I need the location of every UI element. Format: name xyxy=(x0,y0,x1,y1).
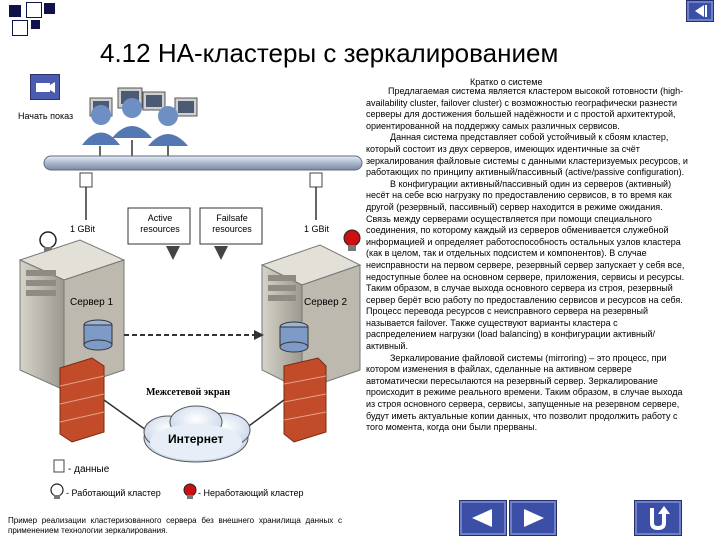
firewall-right-icon xyxy=(283,357,327,443)
decor-square xyxy=(9,5,21,17)
decor-square xyxy=(26,2,42,18)
storage-icon xyxy=(83,319,113,351)
legend-data-icon xyxy=(53,459,65,473)
arrow-right-icon xyxy=(254,330,264,340)
storage-icon xyxy=(279,321,309,353)
about-paragraph: Предлагаемая система является кластером … xyxy=(366,86,684,131)
return-button[interactable] xyxy=(634,500,682,536)
legend-data-label: - данные xyxy=(68,464,110,475)
firewall-label: Межсетевой экран xyxy=(146,387,231,398)
cluster-diagram xyxy=(18,87,363,499)
decor-square xyxy=(44,3,55,14)
next-slide-button[interactable] xyxy=(509,500,557,536)
about-paragraph: Зеркалирование файловой системы (mirrori… xyxy=(366,352,683,433)
active-resources-label: Active resources xyxy=(140,213,180,234)
arrow-down-icon xyxy=(214,246,228,260)
about-paragraph: В конфигурации активный/пассивный один и… xyxy=(366,178,685,352)
data-icon xyxy=(79,172,93,188)
diagram-caption: Пример реализации кластеризованного серв… xyxy=(8,516,342,535)
data-icon xyxy=(309,172,323,188)
link-left-label: 1 GBit xyxy=(70,224,96,234)
back-arrow-icon xyxy=(695,5,707,17)
working-bulb-icon xyxy=(39,231,57,253)
user-workstation xyxy=(112,87,166,138)
user-workstation xyxy=(82,97,120,145)
about-text: Предлагаемая система является кластером … xyxy=(366,86,688,434)
arrow-left-icon xyxy=(472,509,492,527)
user-workstation xyxy=(148,97,198,146)
legend-working-label: - Работающий кластер xyxy=(66,488,161,498)
server-1-label: Сервер 1 xyxy=(70,297,114,308)
page-title: 4.12 HA-кластеры с зеркалированием xyxy=(100,38,559,68)
arrow-right-icon xyxy=(524,509,544,527)
video-camera-icon xyxy=(36,82,55,93)
decor-square xyxy=(12,20,28,36)
back-button[interactable] xyxy=(686,0,714,22)
failsafe-resources-box xyxy=(199,207,263,245)
return-arrow-icon xyxy=(650,506,670,531)
firewall-left-icon xyxy=(59,357,105,443)
about-heading: Кратко о системе xyxy=(470,77,543,87)
legend-not-working-label: - Неработающий кластер xyxy=(198,488,304,498)
server-2-label: Сервер 2 xyxy=(304,297,348,308)
failsafe-resources-label: Failsafe resources xyxy=(212,213,252,234)
internet-cloud-icon xyxy=(143,405,251,463)
arrow-down-icon xyxy=(166,246,180,260)
decor-square xyxy=(31,20,40,29)
about-paragraph: Данная система представляет собой устойч… xyxy=(366,132,688,178)
network-bus xyxy=(43,155,363,171)
legend-working-bulb-icon xyxy=(50,483,64,499)
link-right-label: 1 GBit xyxy=(304,224,330,234)
failed-bulb-icon xyxy=(343,229,361,251)
prev-slide-button[interactable] xyxy=(459,500,507,536)
start-show-label: Начать показ xyxy=(18,111,74,121)
active-resources-box xyxy=(127,207,191,245)
internet-label: Интернет xyxy=(168,432,224,446)
legend-failed-bulb-icon xyxy=(183,483,197,499)
start-show-button[interactable] xyxy=(30,74,60,100)
